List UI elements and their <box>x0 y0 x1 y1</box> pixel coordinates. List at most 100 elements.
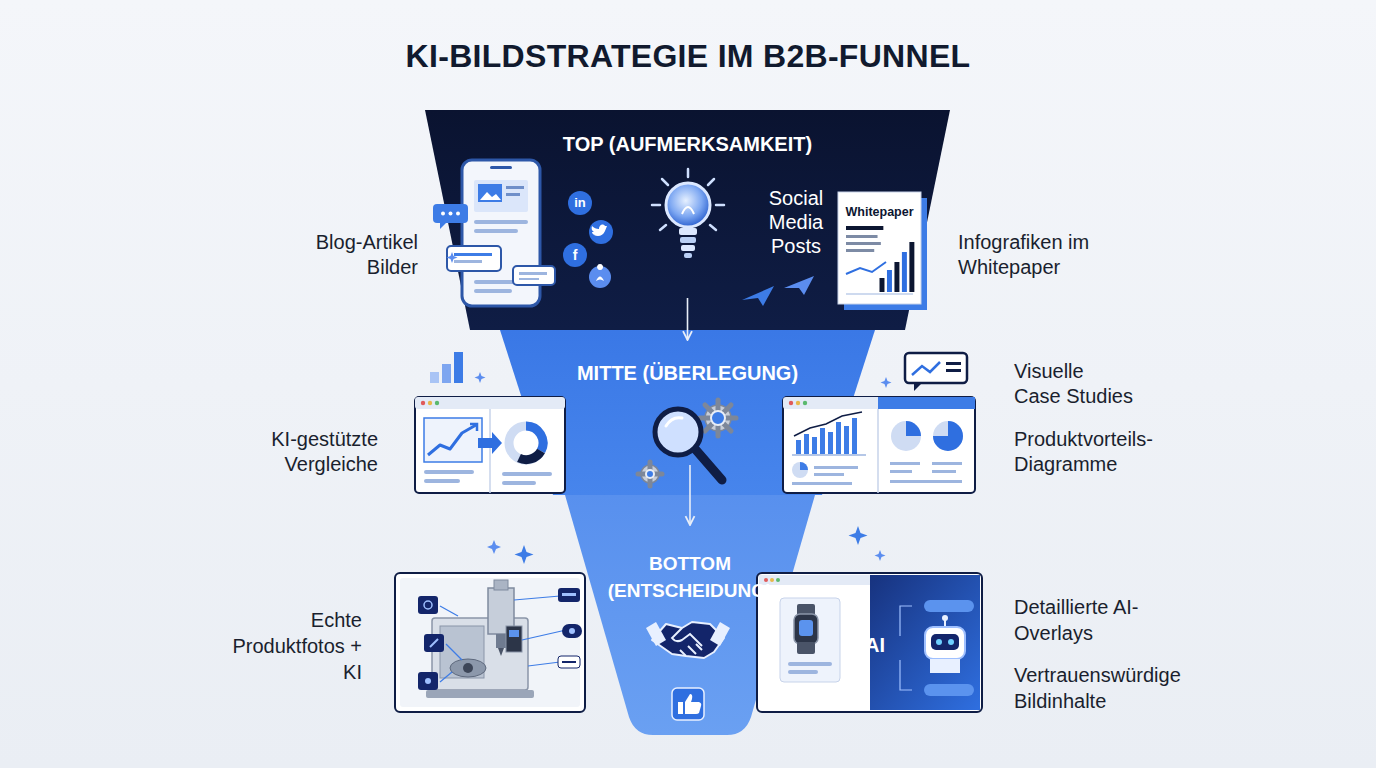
case-study-panel <box>792 462 808 478</box>
callout-icon <box>558 656 580 668</box>
ai-overlay-panel <box>757 573 982 712</box>
whitepaper-document-shape <box>880 278 885 292</box>
sparkle <box>875 550 886 561</box>
flow-arrow <box>689 465 691 525</box>
chat-bubble <box>513 266 555 285</box>
whitepaper-document-shape <box>846 242 881 245</box>
case-study-panel <box>933 421 963 451</box>
callout-leader <box>514 596 560 600</box>
comparison-panel <box>428 425 476 455</box>
chat-bubble <box>447 246 501 271</box>
chat-bubble <box>454 260 482 263</box>
chat-bubble <box>447 246 501 271</box>
content-label: Infografiken im Whitepaper <box>958 230 1138 280</box>
ai-overlay-panel <box>788 662 832 666</box>
comparison-panel <box>424 418 482 462</box>
comparison-panel <box>470 424 477 431</box>
ai-overlay-panel <box>797 642 815 654</box>
chat-bubble <box>441 212 445 216</box>
robot-icon <box>930 659 960 673</box>
whitepaper-document-shape <box>902 252 907 292</box>
cnc-machine-photo <box>450 659 486 677</box>
chat-bubble <box>440 223 446 229</box>
ai-overlay-panel <box>870 575 980 710</box>
case-study-panel <box>836 422 841 454</box>
comparison-panel <box>415 397 565 409</box>
callout-icon <box>569 628 575 634</box>
case-study-panel <box>828 432 833 454</box>
chat-bubble <box>519 272 547 275</box>
case-study-panel <box>890 470 912 473</box>
callout-leader <box>440 606 458 616</box>
sparkle <box>475 372 486 383</box>
comparison-panel <box>519 451 541 460</box>
comparison-panel <box>415 397 565 493</box>
lightbulb-icon <box>680 237 696 243</box>
diagram-title: KI-BILDSTRATEGIE IM B2B-FUNNEL <box>0 36 1376 76</box>
chart-bubble-icon <box>905 353 967 383</box>
social-icon <box>596 264 604 281</box>
sparkle <box>447 252 458 263</box>
label-wrap: f <box>563 246 587 264</box>
social-icon <box>568 191 592 215</box>
ai-overlay-panel <box>764 578 768 582</box>
chart-bubble-icon <box>905 353 967 391</box>
case-study-panel <box>796 440 801 454</box>
magnifier-gear-icon <box>641 405 731 483</box>
lightbulb-icon <box>679 228 697 235</box>
comparison-panel <box>424 470 474 474</box>
ai-overlay-panel <box>788 670 818 674</box>
thumbs-up-icon <box>672 688 704 720</box>
phone-icon <box>480 192 501 200</box>
comparison-panel <box>478 432 502 454</box>
paper-plane-icon <box>742 286 774 306</box>
case-study-panel <box>844 426 849 454</box>
phone-icon <box>506 193 520 196</box>
ai-overlay-panel <box>776 578 780 582</box>
thumbs-up-icon <box>685 694 701 714</box>
label-wrap: Blog-Artikel Bilder <box>278 230 418 280</box>
label-wrap: Detaillierte AI-Overlays <box>1014 594 1144 646</box>
content-label: Vertrauenswürdige Bildinhalte <box>1014 662 1214 714</box>
callout-icon <box>418 672 438 690</box>
bar-chart-icon <box>430 372 439 383</box>
phone-icon <box>506 186 524 189</box>
case-study-panel <box>890 480 962 483</box>
cnc-machine-photo <box>496 634 506 648</box>
content-label: Social Media Posts <box>755 186 837 258</box>
ai-overlay-panel <box>757 573 982 712</box>
case-study-panel <box>814 466 858 469</box>
lightbulb-icon <box>660 225 666 230</box>
case-study-panel <box>852 418 857 454</box>
lightbulb-icon <box>687 169 690 177</box>
handshake-icon <box>646 622 666 646</box>
bar-chart-icon <box>442 364 451 383</box>
robot-icon <box>942 615 948 621</box>
ai-badge-circle: AI <box>853 623 897 667</box>
chart-bubble-icon <box>914 383 922 391</box>
callout-icon <box>424 601 432 609</box>
thumbs-up-icon <box>678 702 683 714</box>
thumbs-up-icon <box>672 688 704 720</box>
comparison-panel <box>509 426 543 460</box>
case-study-panel <box>796 401 800 405</box>
callout-leader <box>446 644 462 660</box>
case-study-panel <box>783 397 975 409</box>
chat-bubble <box>449 212 453 216</box>
case-study-panel <box>820 428 825 454</box>
lightbulb-icon <box>682 207 694 214</box>
whitepaper-document-shape <box>887 270 892 292</box>
magnifier-gear-icon <box>666 418 682 426</box>
case-study-panel <box>933 421 963 451</box>
callout-icon <box>418 588 582 690</box>
ai-overlay-panel <box>794 614 818 644</box>
content-label: KI-gestützte Vergleiche <box>238 427 378 477</box>
chart-bubble-icon <box>912 362 940 375</box>
cnc-machine-photo <box>498 648 504 656</box>
lightbulb-icon <box>716 204 724 207</box>
product-photo-panel <box>395 573 585 712</box>
case-study-panel <box>891 421 921 451</box>
cnc-machine-photo <box>463 663 473 673</box>
callout-icon <box>418 596 438 614</box>
sparkle <box>475 372 486 383</box>
